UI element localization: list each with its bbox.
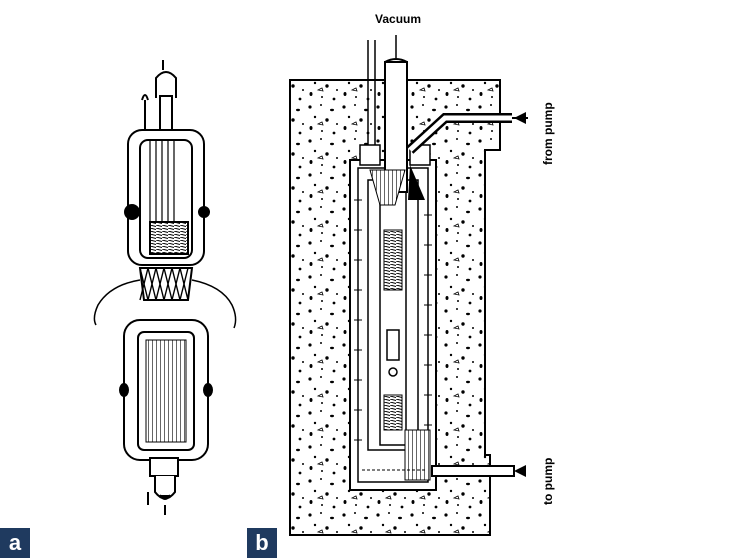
from-pump-label: from pump bbox=[541, 102, 555, 165]
panel-b-tag: b bbox=[247, 528, 277, 558]
to-pump-label: to pump bbox=[541, 457, 555, 505]
vacuum-label: Vacuum bbox=[375, 12, 422, 26]
panel-a-tag: a bbox=[0, 528, 30, 558]
tube-drawing bbox=[93, 60, 237, 515]
cryostat-drawing bbox=[289, 35, 528, 536]
